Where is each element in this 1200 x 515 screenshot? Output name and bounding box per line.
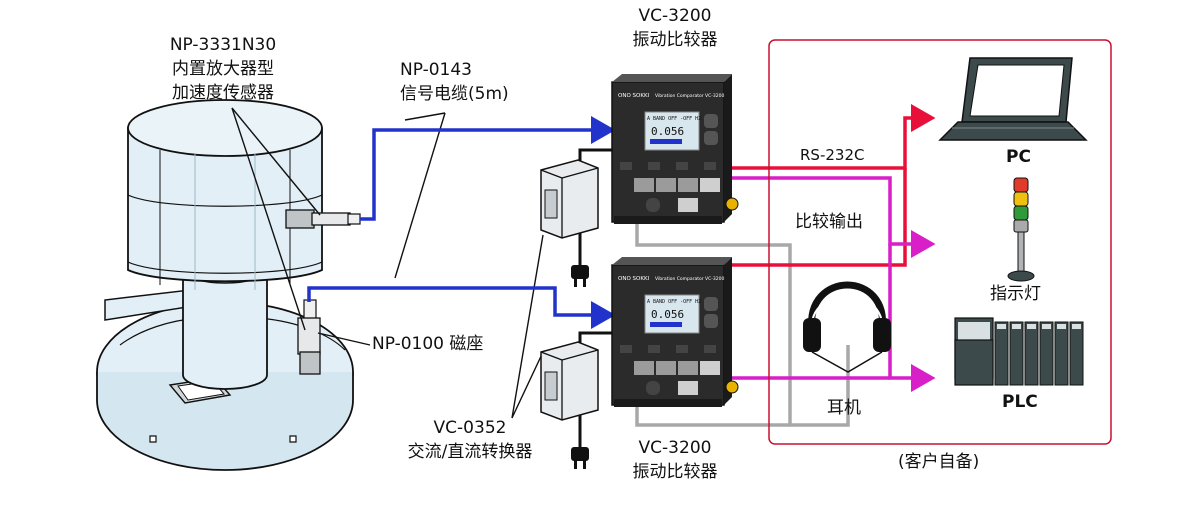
comparator-bottom-desc-label: 振动比较器 bbox=[632, 462, 718, 482]
plc-label: PLC bbox=[1002, 392, 1038, 412]
compare-output-lines bbox=[722, 176, 936, 392]
plug-icon-bottom bbox=[571, 447, 589, 469]
adapter-desc-label: 交流/直流转换器 bbox=[407, 442, 533, 462]
sensor-desc-label: 内置放大器型 bbox=[172, 59, 274, 79]
rs232c-label: RS-232C bbox=[800, 146, 865, 164]
device-brand-bottom: ONO SOKKI bbox=[618, 276, 650, 282]
adapter-model-label: VC-0352 bbox=[433, 418, 507, 438]
rs232c-lines bbox=[722, 104, 936, 267]
comparator-top-desc-label: 振动比较器 bbox=[632, 30, 718, 50]
headphones-icon bbox=[803, 281, 891, 373]
signal-cables bbox=[307, 116, 616, 329]
pointer-lines bbox=[231, 107, 544, 419]
device-screen-line-top: A BAND OFF -OFF HZ bbox=[647, 116, 701, 122]
adapter-bottom bbox=[540, 341, 599, 421]
device-screen-value-top: 0.056 bbox=[651, 125, 684, 138]
device-screen-value-bottom: 0.056 bbox=[651, 308, 684, 321]
cable-model-label: NP-0143 bbox=[400, 60, 472, 80]
plug-icon-top bbox=[571, 265, 589, 287]
cable-desc-label: 信号电缆(5m) bbox=[400, 84, 509, 104]
device-brand-top: ONO SOKKI bbox=[618, 93, 650, 99]
adapter-top bbox=[540, 159, 599, 239]
accelerometer-sensor-magnet bbox=[297, 299, 321, 375]
pc-label: PC bbox=[1006, 147, 1031, 167]
accelerometer-sensor-top bbox=[285, 209, 361, 229]
laptop-icon bbox=[938, 57, 1088, 141]
earphone-wires bbox=[635, 222, 850, 427]
vibration-comparator-top bbox=[611, 74, 739, 224]
magnet-base-label: NP-0100 磁座 bbox=[372, 334, 484, 354]
machine bbox=[96, 99, 354, 471]
sensor-desc2-label: 加速度传感器 bbox=[172, 83, 274, 103]
comparator-bottom-model-label: VC-3200 bbox=[638, 438, 712, 458]
earphone-label: 耳机 bbox=[827, 398, 861, 418]
customer-provided-label: (客户自备) bbox=[898, 452, 980, 472]
device-title-bottom: Vibration Comparator VC-3200 bbox=[655, 276, 724, 282]
device-screen-line-bottom: A BAND OFF -OFF HZ bbox=[647, 299, 701, 305]
comparator-top-model-label: VC-3200 bbox=[638, 6, 712, 26]
indicator-light-icon bbox=[1007, 177, 1035, 282]
sensor-model-label: NP-3331N30 bbox=[169, 35, 277, 55]
device-title-top: Vibration Comparator VC-3200 bbox=[655, 93, 724, 99]
indicator-label: 指示灯 bbox=[990, 284, 1041, 304]
plc-icon bbox=[954, 317, 1084, 386]
customer-provided-box bbox=[768, 39, 1112, 445]
vibration-comparator-bottom bbox=[611, 257, 739, 407]
compare-output-label: 比较输出 bbox=[795, 212, 863, 232]
